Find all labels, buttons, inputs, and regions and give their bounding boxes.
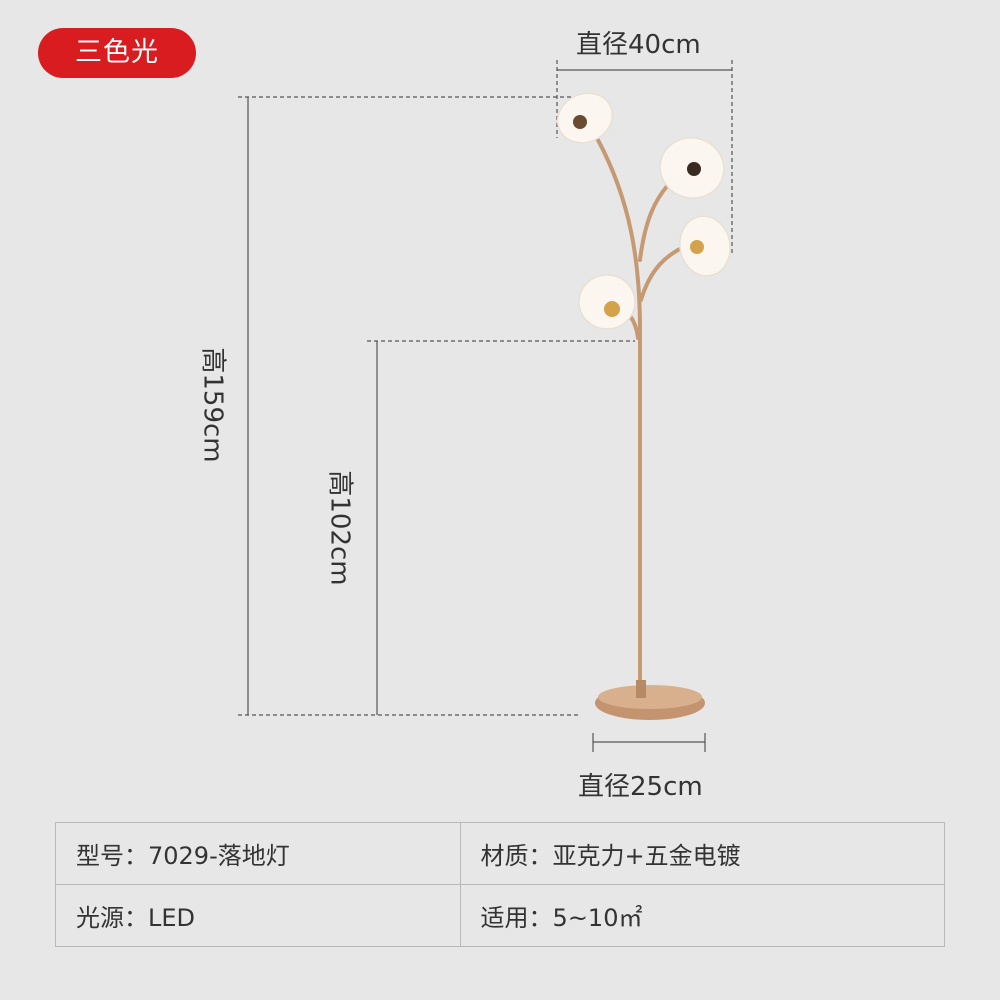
material-cell: 材质：亚克力+五金电镀 [459, 822, 946, 885]
applicable-area-cell: 适用：5~10㎡ [459, 884, 946, 947]
spec-table: 型号：7029-落地灯 材质：亚克力+五金电镀 光源：LED 适用：5~10㎡ [55, 822, 946, 947]
total-height-label: 高159cm [197, 347, 228, 463]
base-diameter-label: 直径25cm [578, 772, 703, 802]
table-row: 型号：7029-落地灯 材质：亚克力+五金电镀 [55, 822, 946, 885]
floor-lamp [556, 92, 731, 720]
model-cell: 型号：7029-落地灯 [55, 822, 461, 885]
lower-height-label: 高102cm [324, 470, 355, 586]
top-diameter-label: 直径40cm [576, 30, 701, 60]
three-color-light-badge: 三色光 [38, 28, 196, 78]
table-row: 光源：LED 适用：5~10㎡ [55, 884, 946, 947]
dimension-lines [238, 60, 733, 752]
light-source-cell: 光源：LED [55, 884, 461, 947]
